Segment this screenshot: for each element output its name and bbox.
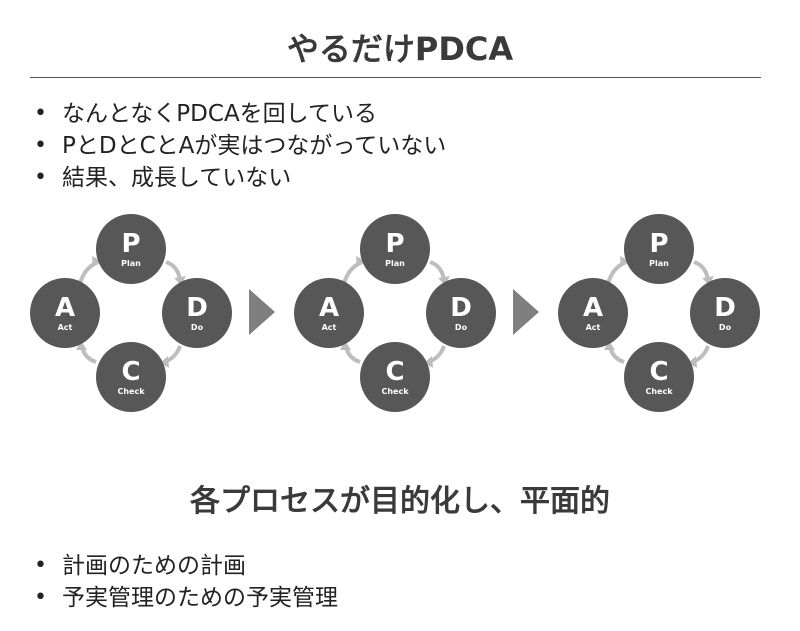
cycle-arrowhead (356, 256, 365, 267)
list-item: 計画のための計画 (34, 550, 338, 582)
list-item: なんとなくPDCAを回している (34, 98, 446, 130)
flow-arrow-1 (249, 289, 275, 335)
cycle-arrowhead (92, 256, 101, 267)
cycle-arrowhead (76, 341, 87, 350)
cycle-arrowhead (438, 276, 450, 285)
cycle-arrowhead (604, 341, 615, 350)
cycle-arrowhead (424, 356, 433, 368)
list-item: PとDとCとAが実はつながっていない (34, 130, 446, 162)
cycle-arrowhead (174, 276, 186, 285)
cycle-arrows (340, 256, 450, 368)
cycle-arrow-p-to-d (429, 260, 446, 281)
cycle-arrowhead (160, 356, 169, 368)
cycle-arrows (76, 256, 186, 368)
list-item: 結果、成長していない (34, 162, 446, 194)
title-divider (30, 77, 761, 78)
cycle-arrowhead (620, 256, 629, 267)
cycle-arrowhead (340, 341, 351, 350)
cycle-arrowhead (688, 356, 697, 368)
list-item: 予実管理のための予実管理 (34, 582, 338, 614)
cycle-arrow-p-to-d (165, 260, 182, 281)
page-title: やるだけPDCA (286, 30, 514, 68)
flow-arrow-2 (513, 289, 539, 335)
section-subtitle: 各プロセスが目的化し、平面的 (190, 484, 610, 519)
consequence-list: 計画のための計画 予実管理のための予実管理 (34, 550, 338, 614)
cycle-arrowhead (702, 276, 714, 285)
cycle-arrow-p-to-d (693, 260, 710, 281)
problem-list: なんとなくPDCAを回している PとDとCとAが実はつながっていない 結果、成長… (34, 98, 446, 194)
